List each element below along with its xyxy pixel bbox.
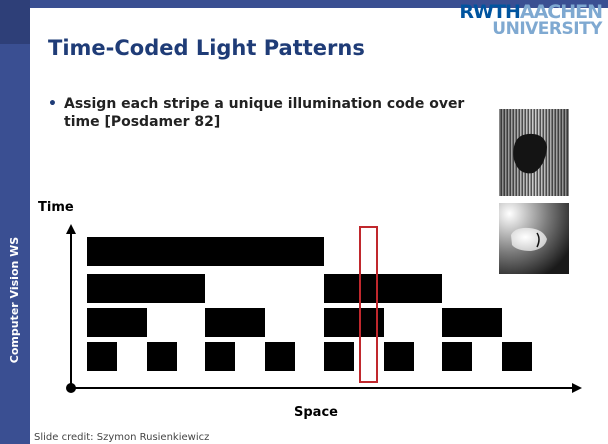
pattern-bar <box>265 342 295 371</box>
logo-aachen-text: AACHEN <box>519 1 603 23</box>
pattern-bar <box>87 308 147 337</box>
pattern-bar <box>87 274 205 303</box>
top-bar <box>30 0 608 8</box>
logo-rwth-text: RWTH <box>459 1 520 23</box>
y-axis-label: Time <box>38 200 74 215</box>
sidebar: Computer Vision WS 15/16 <box>0 0 41 444</box>
logo-university-text: UNIVERSITY <box>492 19 602 39</box>
pattern-bar <box>324 342 354 371</box>
sidebar-course-label: Computer Vision WS 15/16 <box>8 236 41 364</box>
bullet-point: • Assign each stripe a unique illuminati… <box>48 95 478 131</box>
depth-map-photo <box>499 203 569 274</box>
pattern-bar <box>442 342 472 371</box>
x-axis-label: Space <box>294 405 338 420</box>
axis-origin <box>66 383 76 393</box>
pattern-bar <box>205 308 265 337</box>
pattern-bar <box>324 308 384 337</box>
pattern-bar <box>324 274 442 303</box>
pattern-bar <box>442 308 502 337</box>
bullet-text: Assign each stripe a unique illumination… <box>64 96 465 130</box>
pattern-bar <box>502 342 532 371</box>
pattern-bar <box>87 237 324 266</box>
sidebar-header-block <box>0 0 30 44</box>
pattern-bar <box>384 342 414 371</box>
stripe-code-diagram: Time Space <box>38 200 582 420</box>
slide-title: Time-Coded Light Patterns <box>48 36 365 60</box>
bullet-dot: • <box>48 96 57 112</box>
highlighted-stripe-box <box>359 226 378 383</box>
rwth-logo: RWTHAACHEN UNIVERSITY <box>459 1 603 46</box>
slide-credit: Slide credit: Szymon Rusienkiewicz <box>34 432 210 443</box>
striped-object-photo <box>499 109 569 196</box>
pattern-bar <box>147 342 177 371</box>
pattern-bar <box>87 342 117 371</box>
pattern-bar <box>205 342 235 371</box>
